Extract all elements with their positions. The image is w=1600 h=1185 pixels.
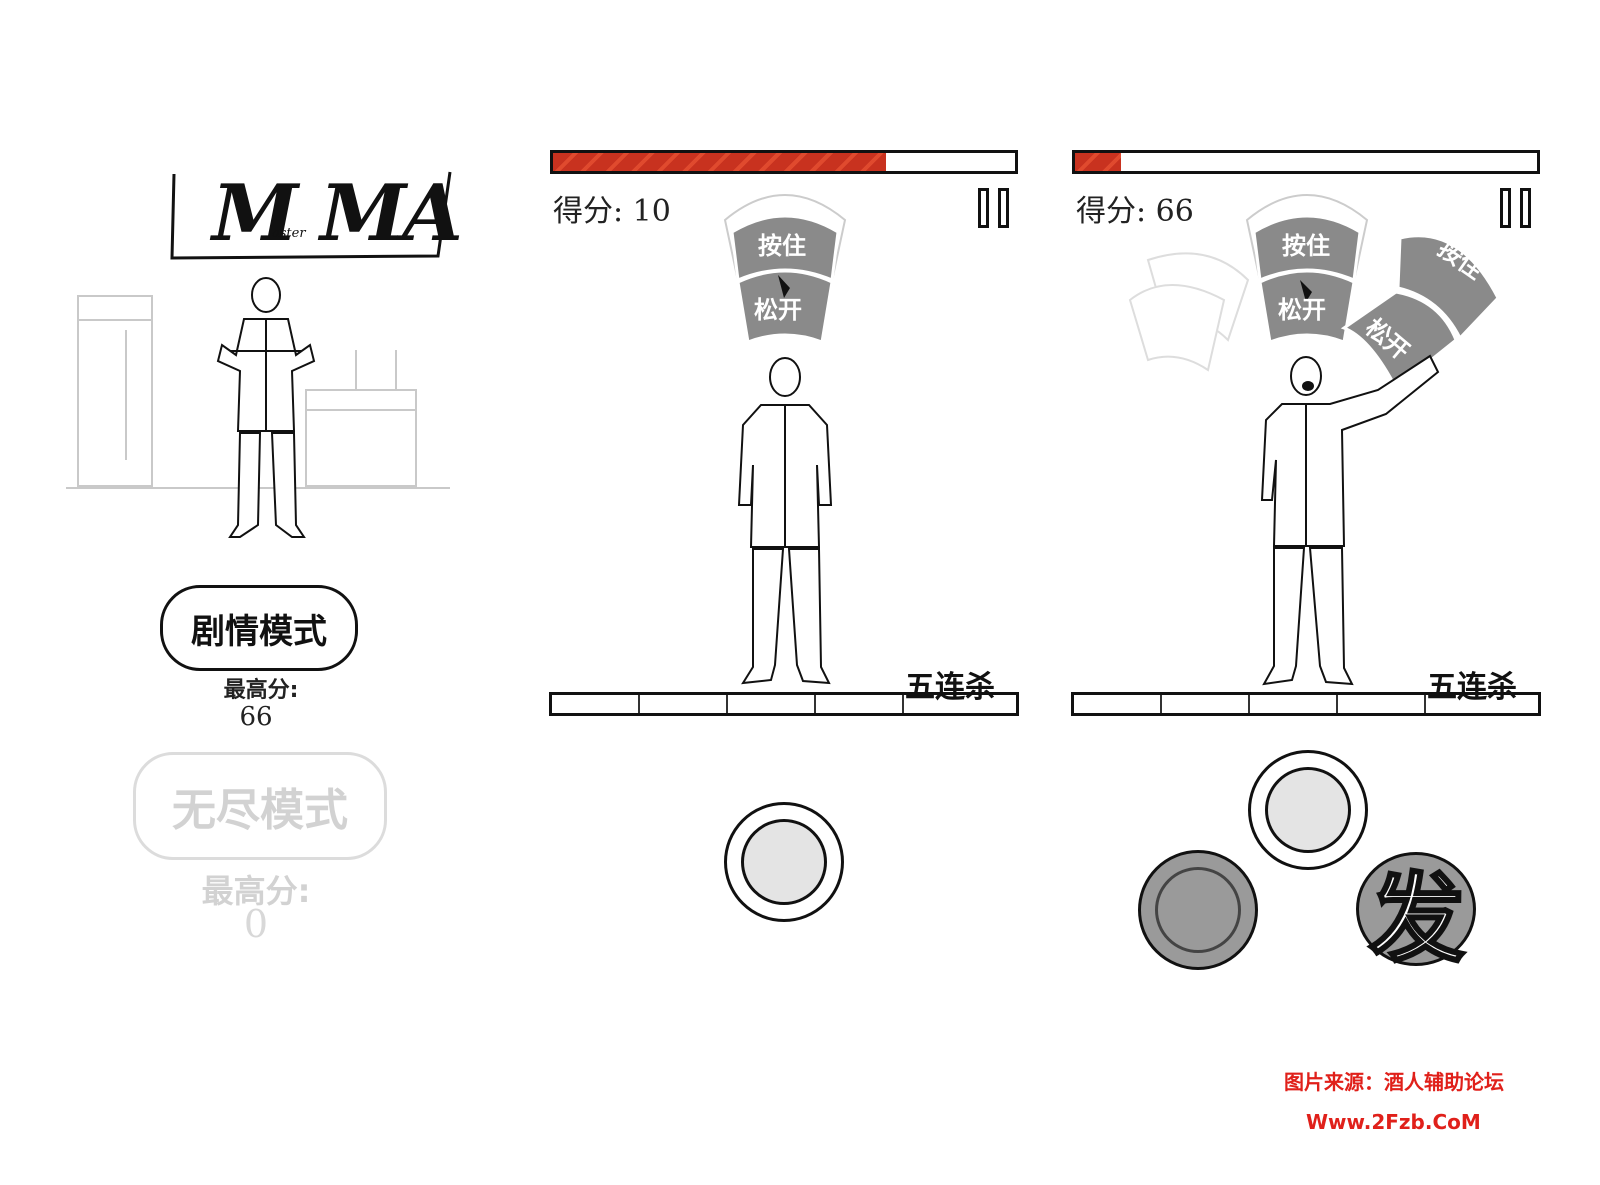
rhythm-fan-indicator bbox=[723, 194, 847, 345]
tap-button-pressed-inner bbox=[1155, 867, 1241, 953]
combo-segment bbox=[1338, 695, 1426, 713]
endless-mode-button[interactable]: 无尽模式 bbox=[133, 752, 387, 860]
tap-button[interactable] bbox=[724, 802, 844, 922]
endless-best-score-label: 最高分: bbox=[201, 872, 311, 910]
story-mode-button[interactable]: 剧情模式 bbox=[160, 585, 358, 671]
fire-button[interactable]: 发 bbox=[1356, 852, 1476, 977]
rhythm-fan-indicator bbox=[1245, 194, 1369, 345]
combo-segment bbox=[816, 695, 904, 713]
master-figure-standing bbox=[737, 357, 833, 685]
pause-button[interactable] bbox=[978, 188, 1012, 228]
combo-meter bbox=[1071, 692, 1541, 716]
tap-button-inner bbox=[1265, 767, 1351, 853]
story-best-score-value: 66 bbox=[239, 702, 273, 732]
release-label: 松开 bbox=[1278, 296, 1326, 324]
master-figure-striking bbox=[1260, 354, 1440, 686]
combo-label: 五连杀 bbox=[1427, 670, 1517, 705]
combo-segment bbox=[1162, 695, 1250, 713]
watermark-url: Www.2Fzb.CoM bbox=[1306, 1110, 1481, 1134]
tap-button-pressed[interactable] bbox=[1138, 850, 1258, 970]
logo-letters-ma: MA bbox=[320, 168, 463, 259]
story-best-score-label: 最高分: bbox=[223, 678, 299, 703]
pause-icon-bar-left bbox=[978, 188, 989, 228]
score-display: 得分: 10 bbox=[553, 194, 671, 229]
tap-button[interactable] bbox=[1248, 750, 1368, 870]
pause-icon-bar-left bbox=[1500, 188, 1511, 228]
score-display: 得分: 66 bbox=[1076, 194, 1194, 229]
health-bar bbox=[1072, 150, 1540, 174]
health-bar-fill bbox=[1075, 153, 1122, 171]
release-label: 松开 bbox=[754, 296, 802, 324]
combo-segment bbox=[1074, 695, 1162, 713]
logo-letter-m: M bbox=[212, 168, 298, 259]
fire-button-label: 发 bbox=[1368, 861, 1467, 977]
pause-icon-bar-right bbox=[1520, 188, 1531, 228]
pause-button[interactable] bbox=[1500, 188, 1534, 228]
master-figure bbox=[216, 277, 316, 538]
watermark-source: 图片来源：酒人辅助论坛 bbox=[1284, 1070, 1504, 1094]
logo-frame bbox=[170, 171, 452, 260]
hold-label: 按住 bbox=[1282, 232, 1330, 260]
combo-segment bbox=[640, 695, 728, 713]
combo-meter bbox=[549, 692, 1019, 716]
rhythm-fan-tilted bbox=[1340, 234, 1500, 388]
tap-button-inner bbox=[741, 819, 827, 905]
combo-segment bbox=[1250, 695, 1338, 713]
hold-label: 按住 bbox=[758, 232, 806, 260]
health-bar-fill bbox=[553, 153, 886, 171]
rhythm-fan-faded bbox=[1128, 252, 1250, 372]
combo-segment bbox=[728, 695, 816, 713]
logo-subtext: aster bbox=[272, 226, 306, 241]
combo-label: 五连杀 bbox=[905, 670, 995, 705]
health-bar bbox=[550, 150, 1018, 174]
combo-segment bbox=[552, 695, 640, 713]
endless-best-score-value: 0 bbox=[243, 902, 269, 946]
pause-icon-bar-right bbox=[998, 188, 1009, 228]
kitchen-background-sketch bbox=[66, 295, 450, 489]
